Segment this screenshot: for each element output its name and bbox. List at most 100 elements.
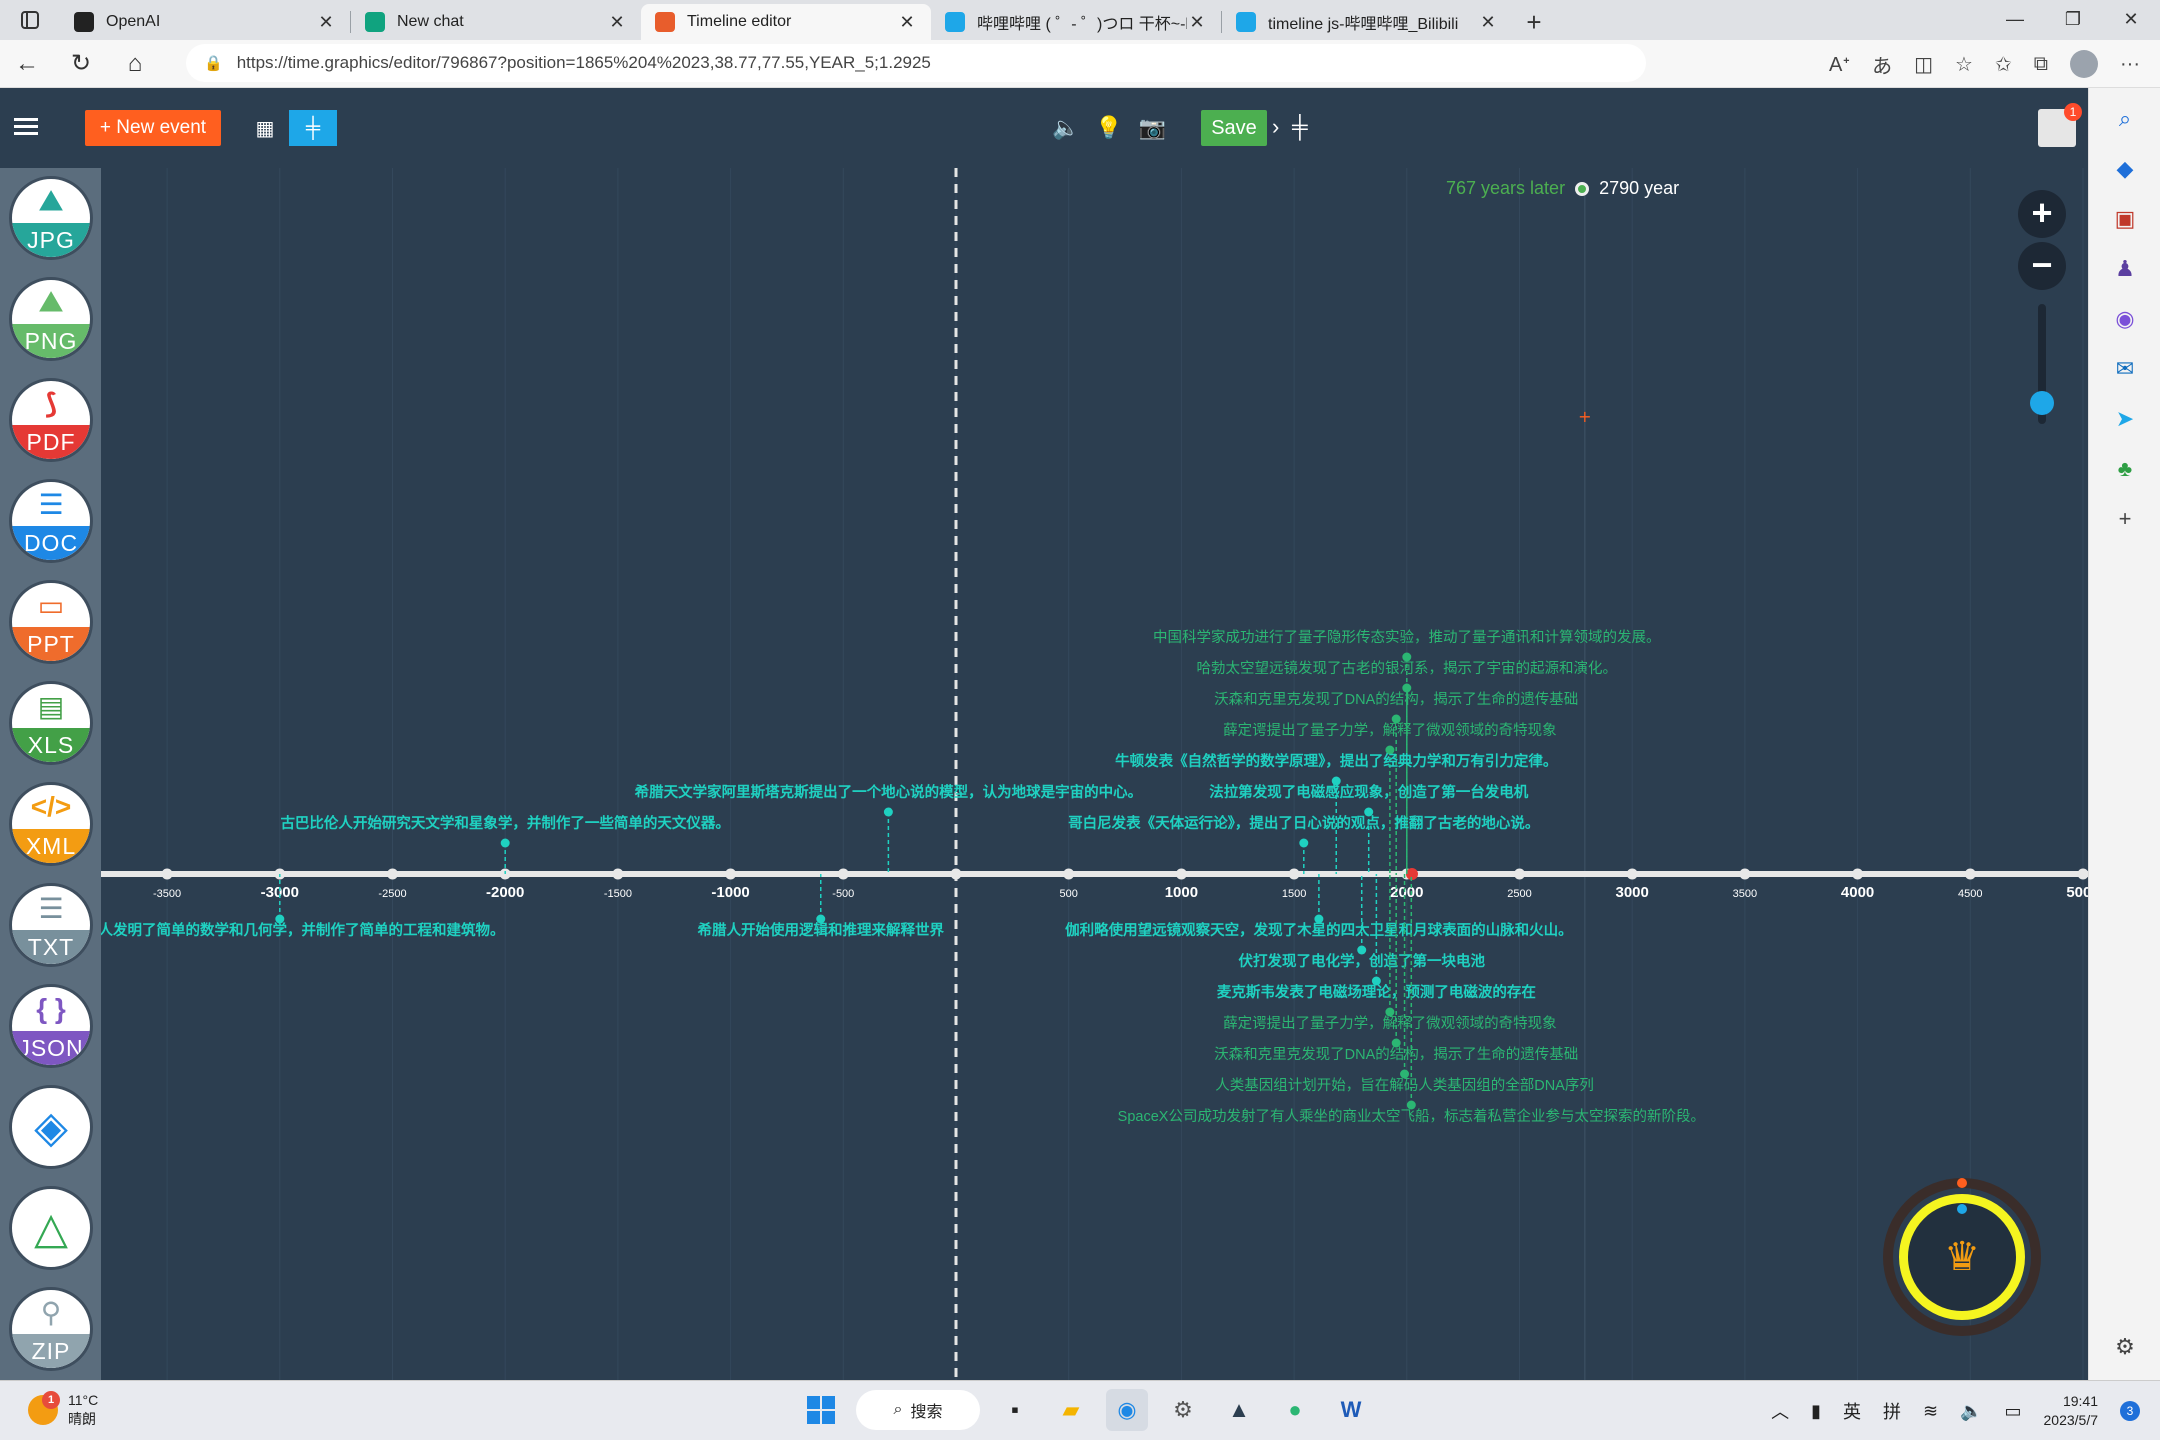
event-dot[interactable] — [1402, 683, 1412, 693]
task-view-icon[interactable]: ▪ — [1011, 1397, 1019, 1422]
event-dot[interactable] — [1385, 745, 1395, 755]
tray-app-icon[interactable]: ▮ — [1811, 1400, 1821, 1421]
tab-close-icon[interactable]: ✕ — [1189, 11, 1205, 32]
event-dot[interactable] — [1364, 807, 1374, 817]
url-field[interactable]: 🔒 https://time.graphics/editor/796867?po… — [186, 44, 1646, 82]
event-label[interactable]: 伽利略使用望远镜观察天空，发现了木星的四大卫星和月球表面的山脉和火山。 — [1065, 921, 1573, 939]
new-event-button[interactable]: + New event — [85, 110, 221, 146]
event-dot[interactable] — [1371, 976, 1381, 986]
more-menu-icon[interactable]: ··· — [2120, 52, 2140, 75]
event-dot[interactable] — [1402, 652, 1412, 662]
event-label[interactable]: 哈勃太空望远镜发现了古老的银河系，揭示了宇宙的起源和演化。 — [1197, 659, 1618, 677]
export-zip-button[interactable]: ⚲ZIP — [9, 1287, 93, 1371]
tab-close-icon[interactable]: ✕ — [1480, 11, 1496, 32]
tab-close-icon[interactable]: ✕ — [609, 11, 625, 32]
zoom-in-button[interactable]: + — [2018, 190, 2066, 238]
event-label[interactable]: 人类基因组计划开始，旨在解码人类基因组的全部DNA序列 — [1215, 1076, 1594, 1094]
battery-icon[interactable]: ▭ — [2004, 1400, 2022, 1421]
event-dot[interactable] — [1391, 1038, 1401, 1048]
add-favorite-icon[interactable]: ☆ — [1955, 53, 1973, 76]
event-label[interactable]: 伏打发现了电化学，创造了第一块电池 — [1238, 952, 1485, 970]
sound-icon[interactable]: 🔈 — [1052, 115, 1080, 140]
wifi-icon[interactable]: ≋ — [1922, 1400, 1939, 1421]
table-view-icon[interactable]: ▦ — [255, 117, 275, 140]
workspaces-button[interactable] — [0, 0, 60, 40]
file-explorer-icon[interactable]: ▰ — [1062, 1397, 1080, 1422]
export-jpg-button[interactable]: ⛰JPG — [9, 176, 93, 260]
event-dot[interactable] — [1299, 838, 1309, 848]
new-tab-button[interactable]: + — [1526, 6, 1542, 37]
export-google-drive-button[interactable]: △ — [9, 1186, 93, 1270]
export-pdf-button[interactable]: ⟆PDF — [9, 378, 93, 462]
export-xml-button[interactable]: </>XML — [9, 782, 93, 866]
refresh-icon[interactable]: ↻ — [70, 50, 92, 77]
event-dot[interactable] — [816, 914, 826, 924]
tab-close-icon[interactable]: ✕ — [318, 11, 334, 32]
event-dot[interactable] — [500, 838, 510, 848]
weather-widget[interactable]: 1 11°C 晴朗 — [28, 1391, 98, 1429]
wechat-icon[interactable]: ● — [1288, 1397, 1302, 1422]
timeline-settings-icon[interactable]: ╪ — [1292, 114, 1308, 139]
translate-icon[interactable]: あ — [1872, 55, 1893, 78]
event-dot[interactable] — [1400, 1069, 1410, 1079]
menu-icon[interactable] — [14, 118, 38, 136]
read-aloud-icon[interactable]: Aᐩ — [1829, 53, 1851, 76]
office-icon[interactable]: ◉ — [2115, 306, 2135, 331]
shopping-tag-icon[interactable]: ◆ — [2116, 156, 2134, 181]
export-txt-button[interactable]: ☰TXT — [9, 883, 93, 967]
camera-icon[interactable]: 📷 — [1138, 115, 1167, 140]
save-button[interactable]: Save — [1201, 110, 1267, 146]
home-icon[interactable]: ⌂ — [127, 49, 143, 77]
add-icon[interactable]: + — [2118, 506, 2132, 531]
event-label[interactable]: 希腊天文学家阿里斯塔克斯提出了一个地心说的模型，认为地球是宇宙的中心。 — [635, 783, 1143, 801]
event-label[interactable]: 薛定谔提出了量子力学，解释了微观领域的奇特现象 — [1223, 1015, 1557, 1032]
tree-icon[interactable]: ♣ — [2117, 456, 2133, 481]
collections-icon[interactable]: ⧉ — [2033, 52, 2049, 75]
split-screen-icon[interactable]: ◫ — [1914, 53, 1934, 76]
browser-tab[interactable]: OpenAI✕ — [60, 4, 350, 40]
zoom-out-button[interactable]: − — [2018, 242, 2066, 290]
hint-bulb-icon[interactable]: 💡 — [1095, 115, 1123, 140]
browser-tab[interactable]: New chat✕ — [351, 4, 641, 40]
event-label[interactable]: 法拉第发现了电磁感应现象，创造了第一台发电机 — [1209, 783, 1528, 801]
clock[interactable]: 19:41 2023/5/7 — [2044, 1392, 2099, 1430]
volume-icon[interactable]: 🔈 — [1960, 1400, 1983, 1421]
favorites-icon[interactable]: ✩ — [1994, 53, 2012, 76]
notification-count[interactable]: 3 — [2120, 1401, 2140, 1421]
settings-gear-icon[interactable]: ⚙ — [2115, 1334, 2135, 1359]
zoom-slider-handle[interactable] — [2030, 391, 2054, 415]
export-xls-button[interactable]: ▤XLS — [9, 681, 93, 765]
minimize-icon[interactable]: — — [2006, 9, 2024, 29]
export-doc-button[interactable]: ☰DOC — [9, 479, 93, 563]
cat-app-icon[interactable]: ▲ — [1228, 1397, 1250, 1422]
event-label[interactable]: 沃森和克里克发现了DNA的结构，揭示了生命的遗传基础 — [1214, 1045, 1578, 1063]
export-dropbox-button[interactable]: ◈ — [9, 1085, 93, 1169]
browser-tab[interactable]: timeline js-哔哩哔哩_Bilibili✕ — [1222, 4, 1512, 40]
restore-icon[interactable]: ❐ — [2064, 9, 2082, 29]
event-dot[interactable] — [1331, 776, 1341, 786]
edge-browser-icon[interactable]: ◉ — [1106, 1389, 1148, 1431]
chevron-up-icon[interactable]: ︿ — [1771, 1402, 1790, 1422]
outlook-icon[interactable]: ✉ — [2115, 356, 2135, 381]
event-dot[interactable] — [1406, 1100, 1416, 1110]
export-json-button[interactable]: { }JSON — [9, 984, 93, 1068]
event-dot[interactable] — [1357, 945, 1367, 955]
chevron-right-icon[interactable]: › — [1272, 114, 1280, 139]
settings-app-icon[interactable]: ⚙ — [1173, 1397, 1193, 1422]
event-dot[interactable] — [1314, 914, 1324, 924]
close-window-icon[interactable]: ✕ — [2123, 9, 2139, 29]
profile-avatar[interactable] — [2070, 50, 2099, 78]
browser-tab[interactable]: Timeline editor✕ — [641, 4, 931, 40]
ime-language[interactable]: 英 — [1842, 1402, 1861, 1422]
browser-tab[interactable]: 哔哩哔哩 ( ゜- ゜)つロ 干杯~-bilib✕ — [931, 4, 1221, 40]
event-label[interactable]: 希腊人开始使用逻辑和推理来解释世界 — [698, 921, 945, 939]
taskbar-search[interactable]: ⌕搜索 — [856, 1390, 980, 1430]
event-label[interactable]: 古埃及人发明了简单的数学和几何学，并制作了简单的工程和建筑物。 — [101, 921, 505, 939]
games-icon[interactable]: ♟ — [2115, 256, 2135, 281]
event-dot[interactable] — [1385, 1007, 1395, 1017]
event-label[interactable]: 哥白尼发表《天体运行论》，提出了日心说的观点，推翻了古老的地心说。 — [1068, 814, 1539, 832]
event-dot[interactable] — [275, 914, 285, 924]
export-png-button[interactable]: ⛰PNG — [9, 277, 93, 361]
event-label[interactable]: 薛定谔提出了量子力学，解释了微观领域的奇特现象 — [1223, 722, 1557, 739]
